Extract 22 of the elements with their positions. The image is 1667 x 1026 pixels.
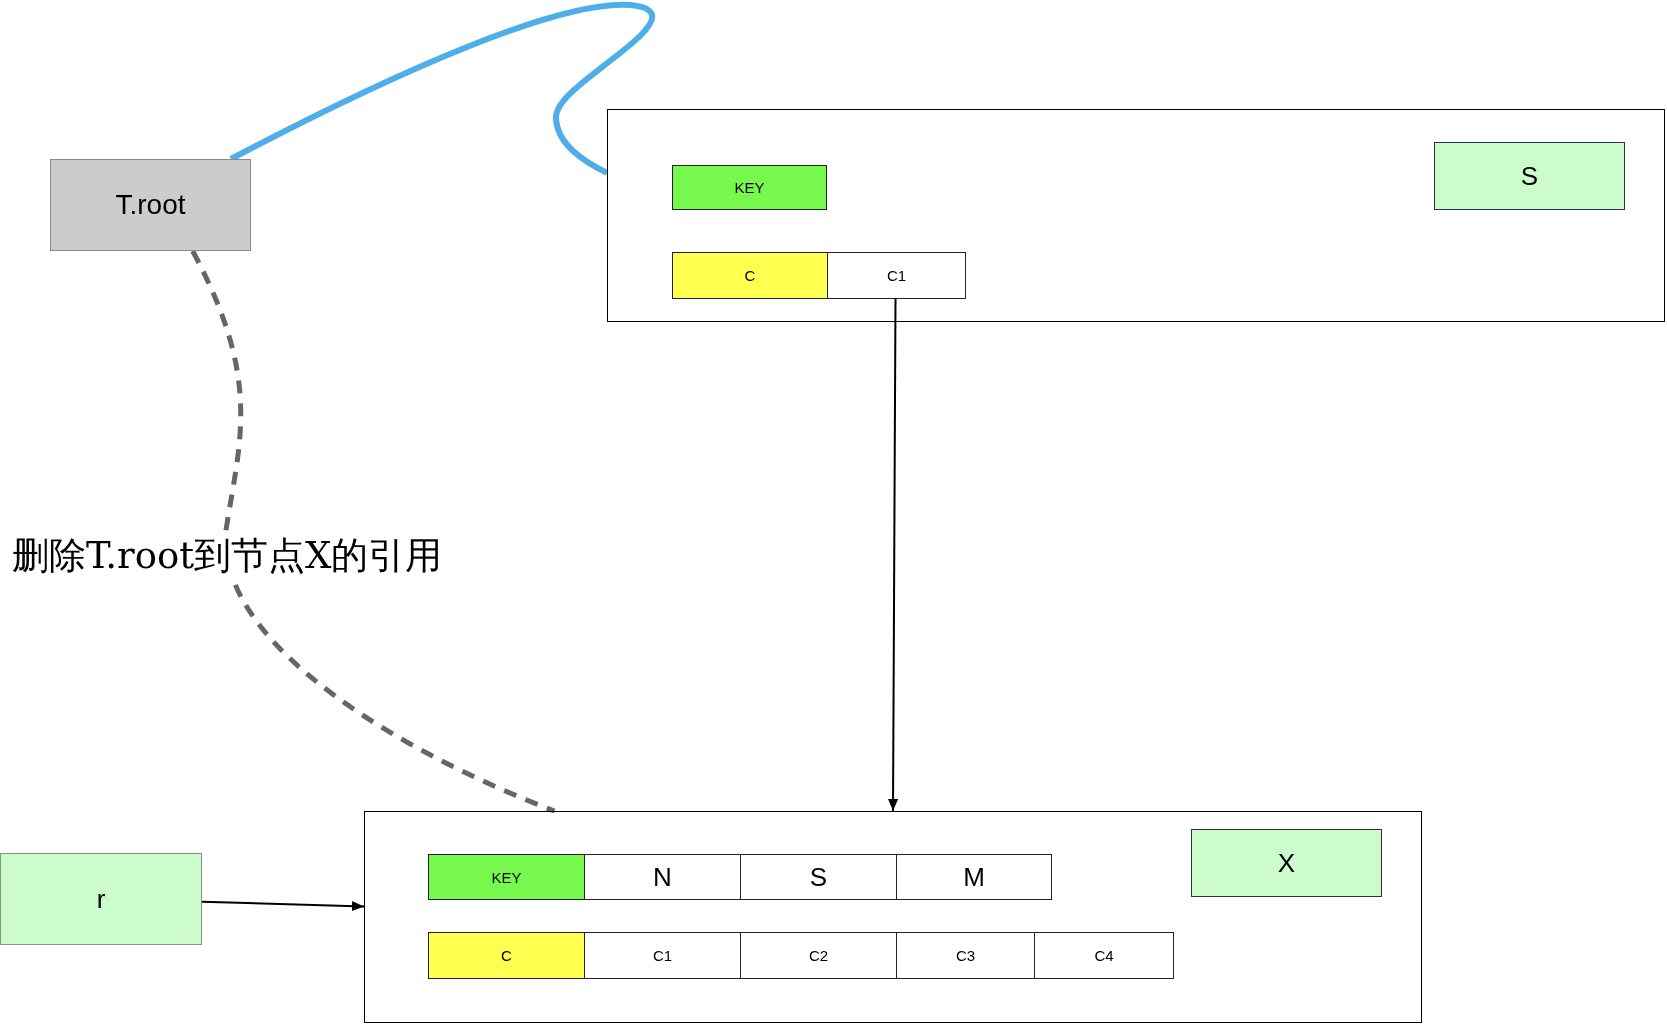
node-name-box: S xyxy=(1434,142,1625,210)
pointer-box: r xyxy=(0,853,202,945)
node-name-box: X xyxy=(1191,829,1382,897)
field-cell: S xyxy=(740,854,897,900)
child-pointer-cell: C1 xyxy=(584,932,741,979)
tree-node-box xyxy=(364,811,1422,1023)
field-cell: N xyxy=(584,854,741,900)
pointer-box: T.root xyxy=(50,159,251,251)
child-count-cell: C xyxy=(428,932,585,979)
dashed-connector xyxy=(190,249,556,814)
child-pointer-cell: C1 xyxy=(827,252,966,299)
child-pointer-cell: C2 xyxy=(740,932,897,979)
child-pointer-cell: C4 xyxy=(1034,932,1174,979)
key-cell: KEY xyxy=(672,165,827,210)
arrow xyxy=(201,900,365,912)
arrow xyxy=(888,297,899,812)
child-pointer-cell: C3 xyxy=(896,932,1035,979)
connector-line xyxy=(229,2,656,176)
field-cell: M xyxy=(896,854,1052,900)
key-cell: KEY xyxy=(428,854,585,900)
tree-node-box xyxy=(607,109,1665,322)
child-count-cell: C xyxy=(672,252,828,299)
